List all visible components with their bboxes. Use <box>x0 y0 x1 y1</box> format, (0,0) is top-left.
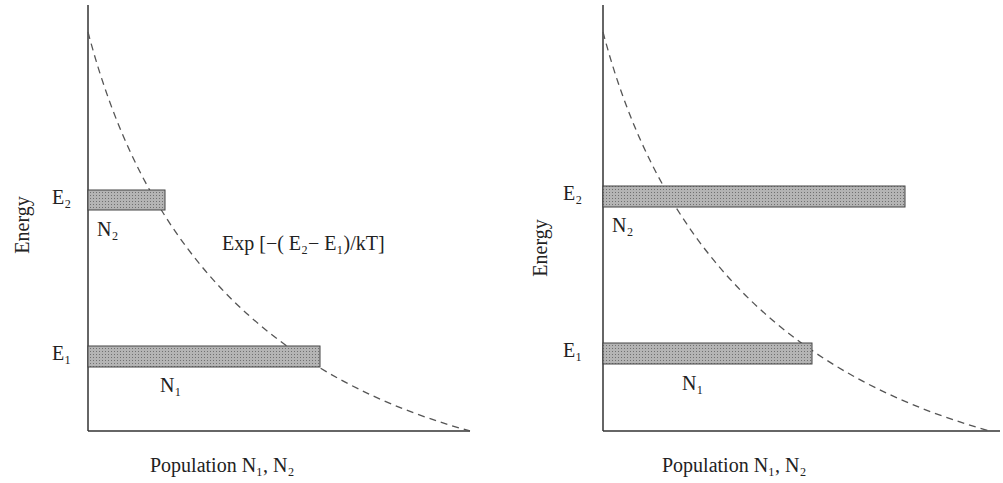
energy-level-label: E₂ <box>52 186 71 208</box>
axis-title: Population N₁, N₂ <box>662 454 807 476</box>
axis-title: Population N₁, N₂ <box>150 454 295 476</box>
population-bar <box>88 190 165 210</box>
axis-title: Energy <box>529 219 551 276</box>
population-axis <box>88 430 470 432</box>
population-axis <box>603 430 1000 432</box>
boltzmann-formula: Exp [−( E₂− E₁)/kT] <box>222 232 385 254</box>
axis-title: Energy <box>11 196 33 253</box>
population-label: N₁ <box>682 372 703 394</box>
population-bar <box>88 346 320 367</box>
boltzmann-curve <box>88 32 470 431</box>
energy-level-label: E₂ <box>563 182 582 204</box>
population-bar <box>603 186 905 207</box>
energy-level-label: E₁ <box>52 342 71 364</box>
energy-axis <box>602 5 604 431</box>
energy-level-label: E₁ <box>563 339 582 361</box>
boltzmann-curve <box>603 32 990 431</box>
population-label: N₁ <box>160 374 181 396</box>
population-label: N₂ <box>97 218 118 240</box>
population-bar <box>603 343 812 364</box>
population-label: N₂ <box>612 214 633 236</box>
